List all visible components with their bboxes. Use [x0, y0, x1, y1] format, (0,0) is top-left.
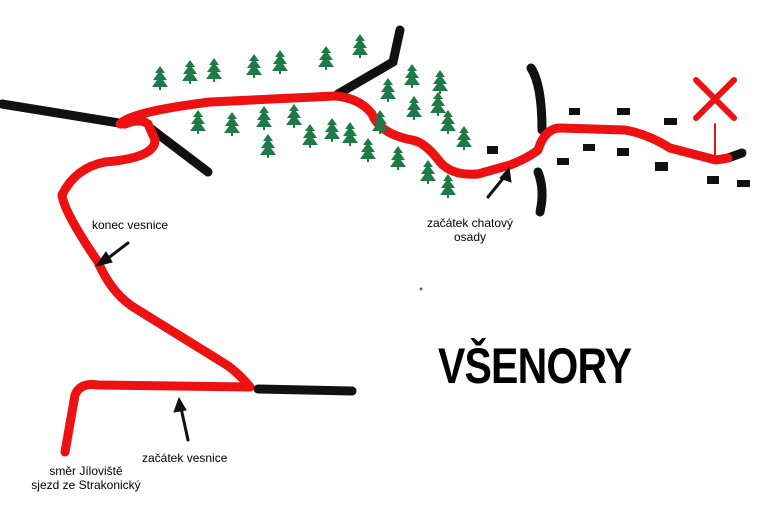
cottages	[487, 108, 750, 187]
conifer-tree-icon	[352, 34, 368, 58]
conifer-tree-icon	[360, 138, 376, 162]
road-north-2	[526, 63, 547, 135]
road-west	[0, 99, 130, 129]
arrows	[94, 166, 512, 442]
arrow-icon	[486, 166, 512, 199]
label-village-end: konec vesnice	[92, 218, 169, 232]
cottage-block-icon	[664, 118, 677, 125]
cottage-block-icon	[655, 162, 668, 171]
cottage-block-icon	[487, 146, 498, 154]
conifer-tree-icon	[440, 110, 456, 134]
conifer-tree-icon	[440, 174, 456, 198]
road-south	[533, 167, 547, 217]
conifer-tree-icon	[286, 104, 302, 128]
label-direction-line1: směr Jíloviště	[49, 464, 123, 478]
conifer-tree-icon	[430, 92, 446, 116]
road-village	[253, 384, 357, 396]
conifer-tree-icon	[342, 122, 358, 146]
conifer-tree-icon	[420, 160, 436, 184]
label-cottage-start-line1: začátek chatový	[426, 216, 514, 230]
road-branch-southeast	[145, 123, 213, 177]
conifer-tree-icon	[206, 58, 222, 82]
conifer-tree-icon	[456, 126, 472, 150]
conifer-tree-icon	[324, 118, 340, 142]
route-line	[57, 91, 733, 457]
conifer-tree-icon	[246, 54, 262, 78]
conifer-tree-icon	[390, 146, 406, 170]
cottage-block-icon	[569, 108, 580, 115]
conifer-tree-icon	[272, 50, 288, 74]
cottage-block-icon	[617, 148, 629, 156]
road-north-1	[333, 25, 405, 99]
label-direction-line2: sjezd ze Strakonický	[31, 478, 141, 492]
label-cottage-start-line2: osady	[453, 230, 487, 244]
conifer-tree-icon	[404, 64, 420, 88]
cottage-block-icon	[557, 158, 569, 165]
map-dot	[419, 287, 423, 291]
conifer-tree-icon	[182, 60, 198, 84]
cottage-block-icon	[583, 144, 595, 151]
label-direction: směr Jíloviště sjezd ze Strakonický	[30, 464, 142, 492]
cottage-block-icon	[617, 108, 630, 115]
conifer-tree-icon	[152, 66, 168, 90]
arrow-icon	[94, 241, 130, 267]
conifer-tree-icon	[380, 78, 396, 102]
black-roads	[0, 25, 747, 396]
conifer-tree-icon	[302, 124, 318, 148]
conifer-tree-icon	[224, 112, 240, 136]
forest	[152, 34, 472, 198]
cottage-block-icon	[737, 180, 750, 187]
conifer-tree-icon	[406, 96, 422, 120]
conifer-tree-icon	[260, 134, 276, 158]
conifer-tree-icon	[190, 110, 206, 134]
cottage-block-icon	[707, 176, 719, 184]
conifer-tree-icon	[256, 106, 272, 130]
label-village-start: začátek vesnice	[142, 451, 228, 465]
conifer-tree-icon	[432, 70, 448, 94]
x-mark-icon	[693, 77, 737, 157]
map-title: VŠENORY	[438, 338, 632, 394]
arrow-icon	[173, 396, 190, 442]
label-cottage-start: začátek chatový osady	[410, 216, 530, 244]
conifer-tree-icon	[318, 46, 334, 70]
